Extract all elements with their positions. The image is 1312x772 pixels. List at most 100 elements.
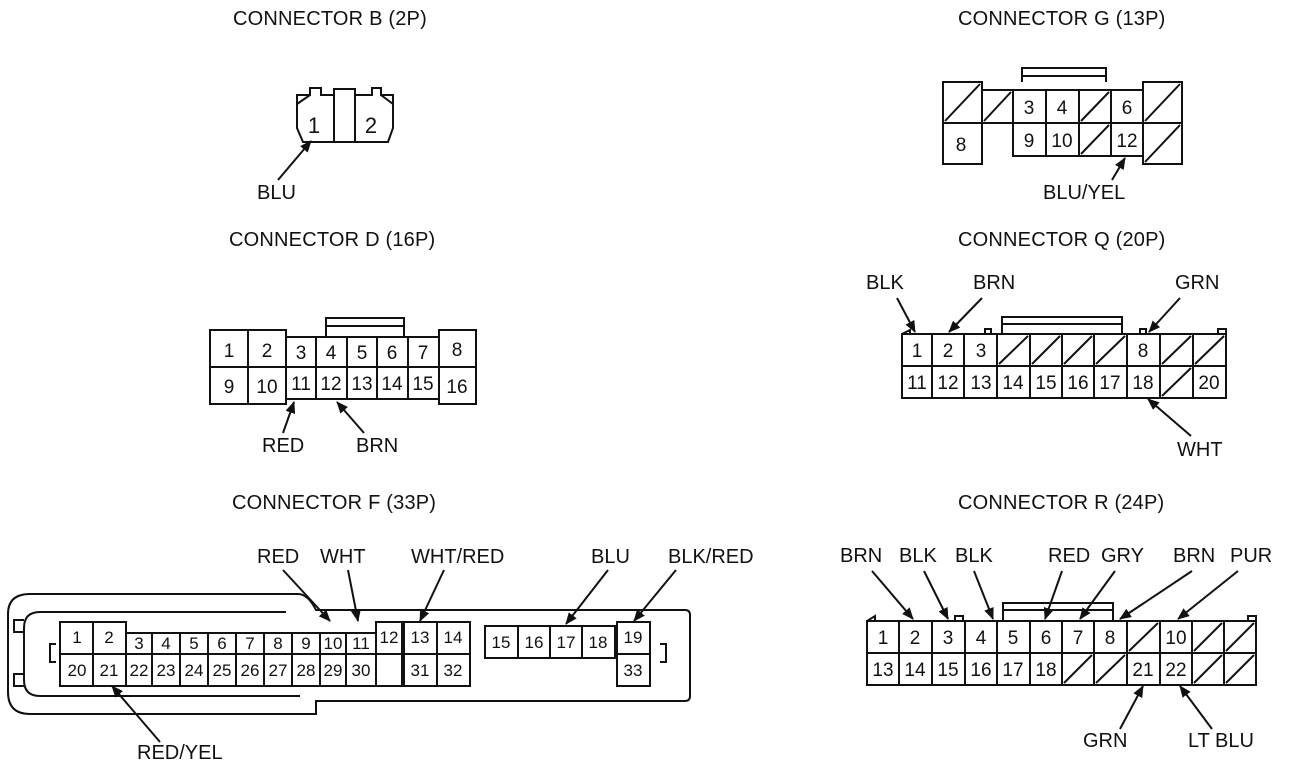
- connector-f-pin-10: 10: [324, 634, 343, 653]
- connector-r-pin-7: 7: [1073, 628, 1084, 649]
- connector-r-pin-17: 17: [1002, 660, 1023, 681]
- connector-r-arrow-pur-10: [1177, 570, 1239, 620]
- connector-r-arrow-brn-2: [871, 570, 914, 620]
- connector-f-pin-1: 1: [72, 628, 81, 647]
- wire-label-r-blk-2: BLK: [899, 545, 937, 567]
- connector-f-pin-14: 14: [444, 628, 463, 647]
- connector-q-pin-14: 14: [1002, 373, 1024, 394]
- connector-d-pin-13: 13: [351, 374, 372, 395]
- connector-f-pin-11: 11: [352, 634, 370, 653]
- wire-label-q-wht: WHT: [1177, 439, 1223, 461]
- wire-label-f-blu: BLU: [591, 546, 630, 568]
- connector-g-pin-8: 8: [956, 135, 967, 156]
- connector-g-pin-3: 3: [1024, 98, 1035, 119]
- connector-d-pin-8: 8: [452, 340, 463, 361]
- wire-label-r-brn-1: BRN: [840, 545, 883, 567]
- connector-q-pin-20: 20: [1198, 373, 1219, 394]
- connector-b-pin-2: 2: [365, 113, 377, 138]
- wire-label-r-brn-8: BRN: [1173, 545, 1216, 567]
- connector-f-arrow-red-yel: [111, 685, 161, 743]
- connector-f-pin-30: 30: [352, 661, 371, 680]
- connector-f-pin-25: 25: [213, 661, 232, 680]
- connector-f-pin-9: 9: [301, 634, 310, 653]
- connector-d-pin-4: 4: [326, 343, 337, 364]
- connector-d-pin-10: 10: [256, 377, 277, 398]
- connector-f-pin-8: 8: [273, 634, 282, 653]
- connector-f-title: CONNECTOR F (33P): [232, 492, 437, 514]
- connector-q-pin-3: 3: [976, 341, 987, 362]
- connector-f-pin-26: 26: [241, 661, 260, 680]
- wire-label-r-gry: GRY: [1101, 545, 1144, 567]
- connector-q-pin-17: 17: [1099, 373, 1120, 394]
- connector-r-pin-8: 8: [1105, 628, 1116, 649]
- connector-r-pin-14: 14: [904, 660, 926, 681]
- wire-label-r-red: RED: [1048, 545, 1091, 567]
- connector-r-pin-15: 15: [937, 660, 958, 681]
- connector-g-arrow-blu-yel: [1111, 157, 1126, 181]
- connector-f-arrow-wht-red: [419, 569, 445, 622]
- connector-f-pin-7: 7: [245, 634, 254, 653]
- connector-f-pin-3: 3: [134, 634, 143, 653]
- connector-r-pin-1: 1: [878, 628, 889, 649]
- connector-f-pin-21: 21: [100, 661, 119, 680]
- connector-q-arrow-wht: [1147, 398, 1192, 437]
- wire-label-r-pur: PUR: [1230, 545, 1273, 567]
- connector-r-pin-4: 4: [976, 628, 987, 649]
- connector-r-pin-2: 2: [910, 628, 921, 649]
- connector-f-pin-16: 16: [525, 633, 544, 652]
- wire-label-f-wht: WHT: [320, 546, 366, 568]
- connector-r-title: CONNECTOR R (24P): [958, 492, 1165, 514]
- connector-d-pin-14: 14: [381, 374, 403, 395]
- connector-r-arrow-blk-3: [923, 570, 949, 620]
- connector-g-pin-9: 9: [1024, 131, 1035, 152]
- connector-d-pin-3: 3: [296, 343, 307, 364]
- connector-q-pin-15: 15: [1035, 373, 1056, 394]
- connector-g-drawing: 8 3 4 6 9 10 12: [942, 67, 1183, 181]
- connector-d-pin-7: 7: [418, 343, 429, 364]
- connector-r-arrow-gry-7: [1079, 570, 1116, 620]
- wire-label-q-blk: BLK: [866, 272, 904, 294]
- connector-f-arrow-blk-red: [633, 569, 677, 622]
- connector-d-drawing: 1 2 3 4 5 6 7 8 9 10 11 12 13 14 15 16: [209, 317, 477, 434]
- connector-r-pin-6: 6: [1041, 628, 1052, 649]
- connector-d-pin-11: 11: [291, 374, 311, 395]
- connector-f-pin-24: 24: [185, 661, 204, 680]
- connector-g-title: CONNECTOR G (13P): [958, 8, 1166, 30]
- connector-d-pin-9: 9: [224, 377, 235, 398]
- wire-label-f-blk-red: BLK/RED: [668, 546, 754, 568]
- connector-f-arrow-blu: [565, 569, 609, 625]
- connector-f-pin-2: 2: [104, 628, 113, 647]
- connector-f-pin-18: 18: [589, 633, 608, 652]
- connector-r-drawing: 1 2 3 4 5 6 7 8 10 13 14 15 16 17 18 21 …: [866, 570, 1257, 730]
- connector-d-pin-6: 6: [387, 343, 398, 364]
- connector-f-drawing: 1 2 3 4 5 6 7 8 9 10 11 12 13 14 15 16 1…: [7, 569, 691, 743]
- connector-q-pin-18: 18: [1132, 373, 1153, 394]
- connector-f-pin-31: 31: [411, 661, 430, 680]
- connector-b-pin-1: 1: [308, 113, 320, 138]
- wire-label-d-brn: BRN: [356, 435, 399, 457]
- connector-f-pin-5: 5: [189, 634, 198, 653]
- connector-r-pin-10: 10: [1165, 628, 1186, 649]
- wire-label-b-blu: BLU: [257, 182, 296, 204]
- connector-r-pin-22: 22: [1165, 660, 1186, 681]
- connector-d-pin-2: 2: [262, 341, 273, 362]
- wire-label-q-brn: BRN: [973, 272, 1016, 294]
- connector-q-pin-8: 8: [1138, 341, 1149, 362]
- connector-q-arrow-blk: [896, 297, 916, 333]
- connector-f-arrow-red: [282, 569, 331, 622]
- wire-label-r-blk-4: BLK: [955, 545, 993, 567]
- connector-q-drawing: 1 2 3 8 11 12 13 14 15 16 17 18 20: [896, 297, 1227, 437]
- connector-d-pin-16: 16: [446, 377, 467, 398]
- connector-r-pin-3: 3: [943, 628, 954, 649]
- wire-label-f-wht-red: WHT/RED: [411, 546, 505, 568]
- connector-r-arrow-red-6: [1043, 570, 1063, 620]
- connector-r-arrow-brn-8: [1119, 570, 1193, 620]
- connector-q-pin-2: 2: [943, 341, 954, 362]
- connector-f-pin-17: 17: [557, 633, 576, 652]
- connector-r-pin-21: 21: [1132, 660, 1153, 681]
- connector-r-pin-16: 16: [970, 660, 991, 681]
- connector-d-pin-1: 1: [224, 341, 235, 362]
- connector-f-pin-22: 22: [130, 661, 149, 680]
- connector-f-pin-23: 23: [157, 661, 176, 680]
